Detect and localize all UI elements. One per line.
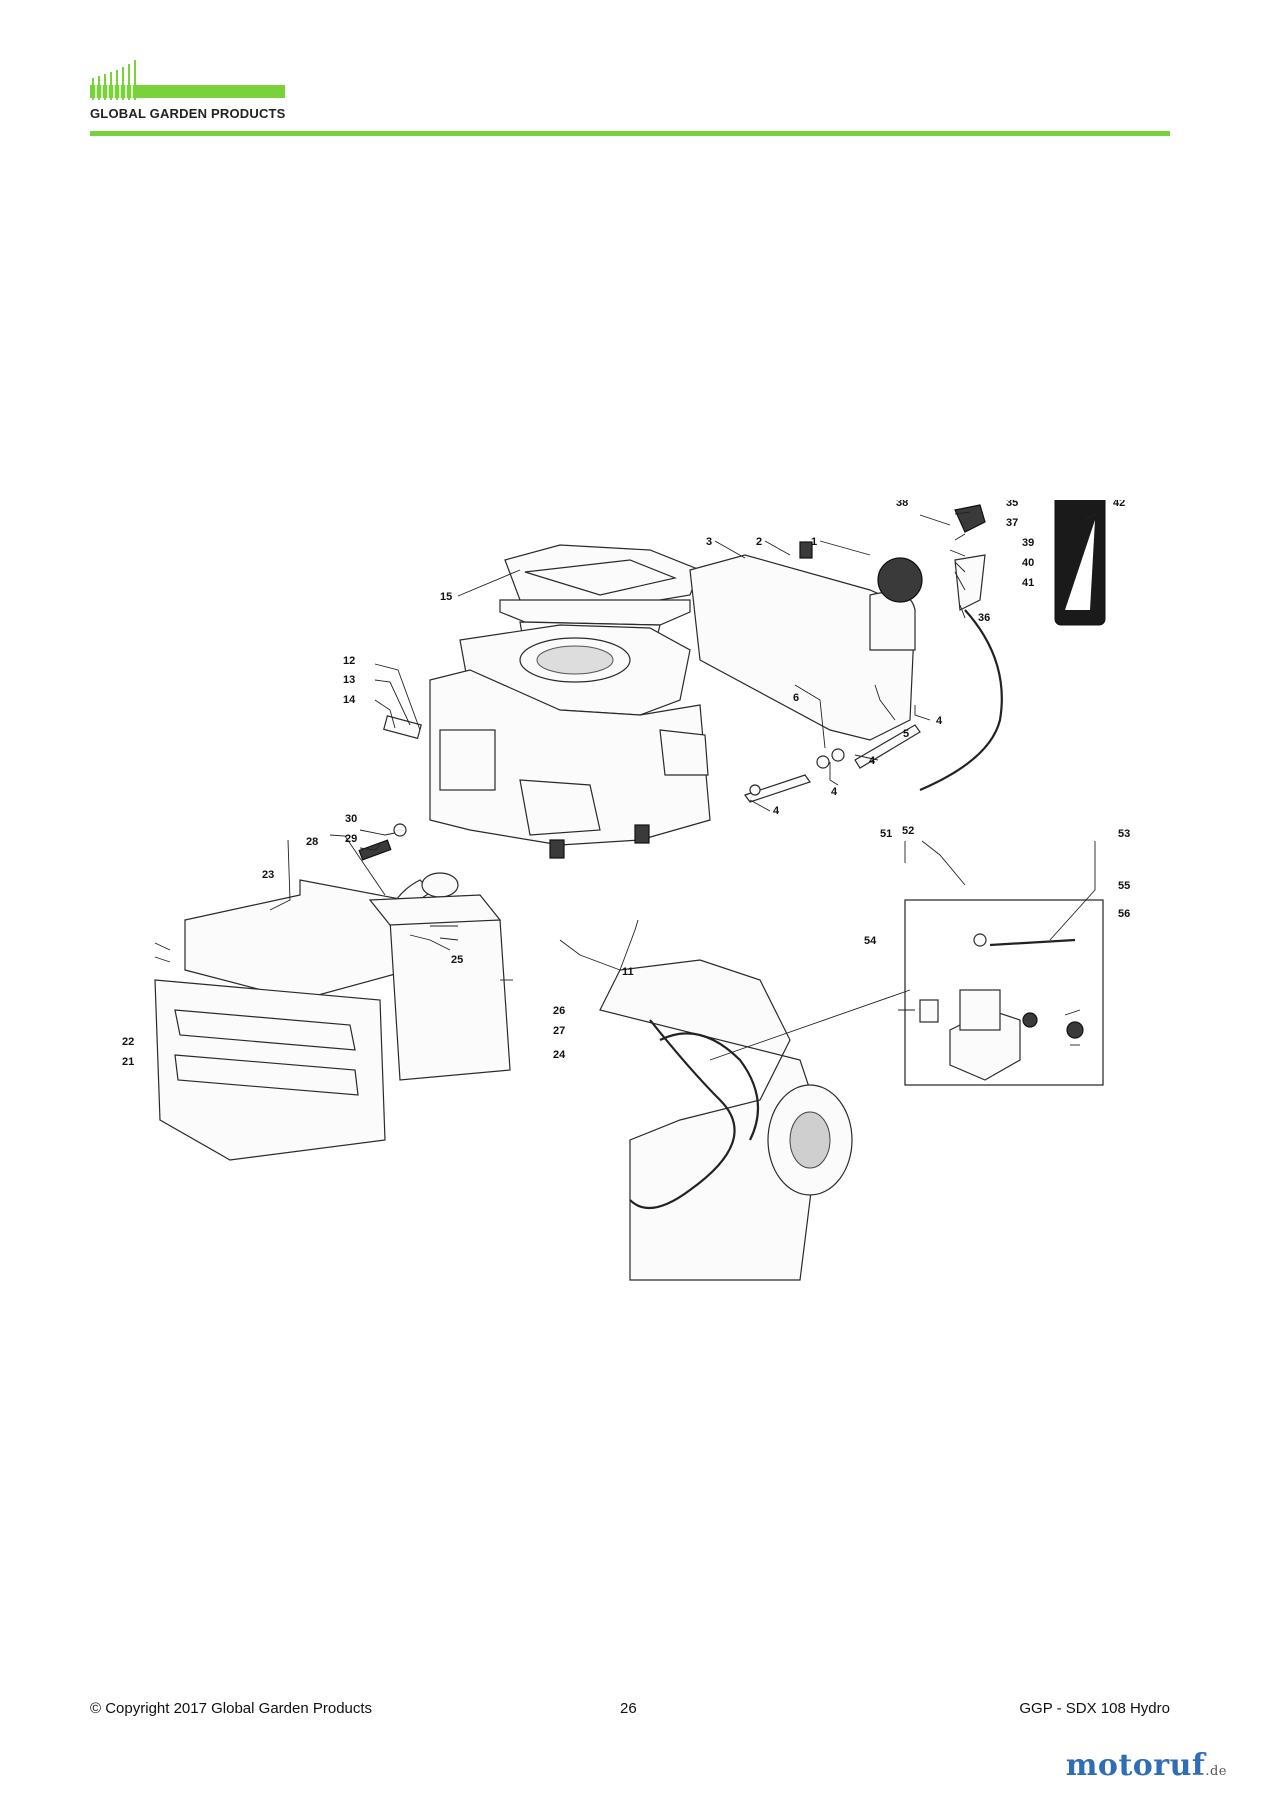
diagram-canvas: 15 3 2 1 12 13 14 6 4 5 4 4 4 30 29 28 1… <box>122 500 1130 1281</box>
watermark-logo: motoruf.de <box>1066 1748 1227 1783</box>
solenoid-inset <box>904 899 1104 1086</box>
label-52: 52 <box>902 825 914 837</box>
label-51: 51 <box>880 828 892 840</box>
label-1: 1 <box>811 536 817 548</box>
label-41: 41 <box>1022 577 1034 589</box>
page-number: 26 <box>620 1700 637 1717</box>
header: GLOBAL GARDEN PRODUCTS <box>90 56 1170 136</box>
label-25: 25 <box>451 954 463 966</box>
label-55: 55 <box>1118 880 1130 892</box>
label-4-d: 4 <box>773 805 780 817</box>
label-11: 11 <box>622 966 634 978</box>
label-42: 42 <box>1113 500 1125 509</box>
label-29: 29 <box>345 833 357 845</box>
label-14: 14 <box>343 694 356 706</box>
label-4-b: 4 <box>869 755 876 767</box>
label-2: 2 <box>756 536 762 548</box>
tractor-wiring-view <box>599 959 911 1281</box>
part-labels: 15 3 2 1 12 13 14 6 4 5 4 4 4 30 29 28 1… <box>122 500 1130 1068</box>
leader-lines <box>154 511 1096 1046</box>
label-26: 26 <box>553 1005 565 1017</box>
label-24: 24 <box>553 1049 566 1061</box>
label-23: 23 <box>262 869 274 881</box>
engine-block <box>429 624 711 846</box>
label-13: 13 <box>343 674 355 686</box>
watermark-suffix: .de <box>1205 1764 1227 1779</box>
label-22: 22 <box>122 1036 134 1048</box>
label-15: 15 <box>440 591 452 603</box>
ggp-logo <box>90 60 285 100</box>
copyright-text: © Copyright 2017 Global Garden Products <box>90 1700 373 1717</box>
label-56: 56 <box>1118 908 1130 920</box>
brand-name: GLOBAL GARDEN PRODUCTS <box>90 106 286 121</box>
label-30: 30 <box>345 813 357 825</box>
label-4-a: 4 <box>936 715 943 727</box>
label-28: 28 <box>306 836 318 848</box>
watermark-text: motoruf <box>1065 1748 1206 1783</box>
label-5: 5 <box>903 728 909 740</box>
label-6: 6 <box>793 692 799 704</box>
label-36: 36 <box>978 612 990 624</box>
throttle-control <box>919 504 1003 792</box>
footer: © Copyright 2017 Global Garden Products … <box>90 1700 1170 1720</box>
label-38: 38 <box>896 500 908 509</box>
fuel-tank-assembly <box>689 541 923 741</box>
muffler-cover <box>154 879 411 1161</box>
header-rule <box>90 131 1170 136</box>
muffler <box>368 894 511 1081</box>
label-12: 12 <box>343 655 355 667</box>
label-35: 35 <box>1006 500 1018 509</box>
model-name: GGP - SDX 108 Hydro <box>1019 1700 1170 1717</box>
exploded-parts-diagram: 15 3 2 1 12 13 14 6 4 5 4 4 4 30 29 28 1… <box>0 500 1272 1300</box>
throttle-decal <box>1054 500 1106 626</box>
label-3: 3 <box>706 536 712 548</box>
label-37: 37 <box>1006 517 1018 529</box>
label-27: 27 <box>553 1025 565 1037</box>
label-53: 53 <box>1118 828 1130 840</box>
label-4-c: 4 <box>831 786 838 798</box>
label-39: 39 <box>1022 537 1034 549</box>
fuel-hoses <box>744 724 921 803</box>
label-40: 40 <box>1022 557 1034 569</box>
label-54: 54 <box>864 935 877 947</box>
label-21: 21 <box>122 1056 134 1068</box>
